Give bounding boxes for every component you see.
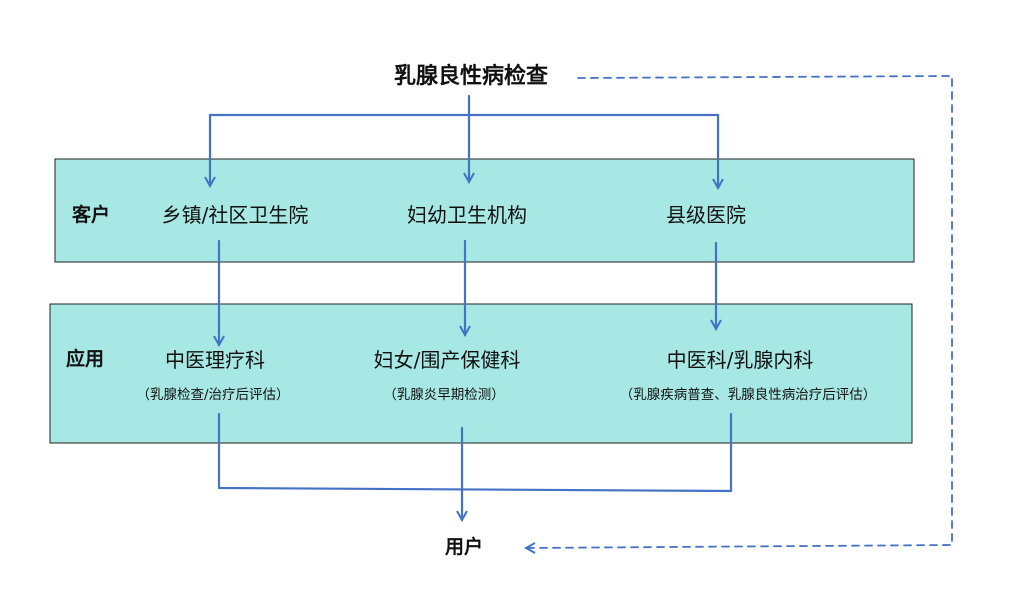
diagram-title: 乳腺良性病检查 [393, 64, 549, 89]
node-tcm-breast-medicine: 中医科/乳腺内科 [666, 348, 814, 372]
merge-line-to-user [217, 412, 733, 493]
node-township-clinic: 乡镇/社区卫生院 [161, 203, 309, 227]
customer-row-box [54, 158, 915, 263]
node-womens-perinatal-health: 妇女/围产保健科 [373, 348, 521, 372]
note-tcm-breast-medicine: （乳腺疾病普查、乳腺良性病治疗后评估） [619, 387, 877, 403]
note-womens-perinatal-health: （乳腺炎早期检测） [383, 387, 505, 403]
user-label: 用户 [444, 536, 484, 558]
application-row-box [49, 303, 913, 444]
node-county-hospital: 县级医院 [666, 203, 746, 227]
dashed-direct-path [526, 75, 953, 548]
node-maternal-child-institution: 妇幼卫生机构 [407, 203, 527, 227]
note-tcm-therapy: （乳腺检查/治疗后评估） [136, 387, 290, 403]
customer-row-label: 客户 [72, 204, 111, 226]
node-tcm-therapy: 中医理疗科 [165, 348, 265, 372]
application-row-label: 应用 [66, 348, 105, 370]
